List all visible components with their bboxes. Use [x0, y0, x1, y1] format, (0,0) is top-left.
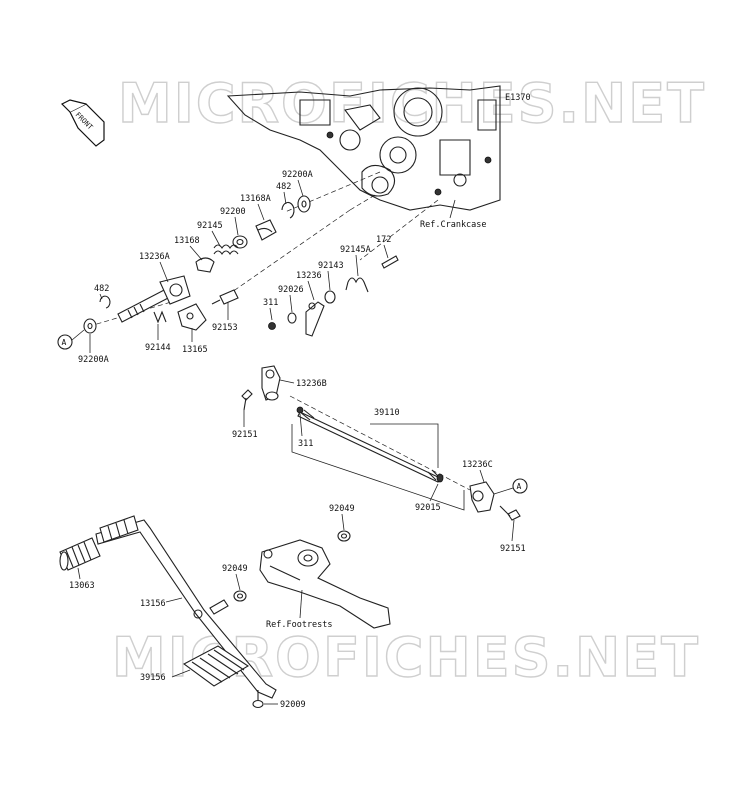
label-311-top: 311 — [263, 298, 278, 308]
label-92049-top: 92049 — [329, 504, 355, 514]
label-39110: 39110 — [374, 408, 400, 418]
label-13168A: 13168A — [240, 194, 271, 204]
label-92145A: 92145A — [340, 245, 371, 255]
label-92143: 92143 — [318, 261, 344, 271]
label-13236B: 13236B — [296, 379, 327, 389]
label-92145: 92145 — [197, 221, 223, 231]
callout-a-left: A — [57, 329, 85, 350]
label-92151-right: 92151 — [500, 544, 526, 554]
label-482-left: 482 — [94, 284, 109, 294]
label-92151-left: 92151 — [232, 430, 258, 440]
label-311-mid: 311 — [298, 439, 313, 449]
label-172: 172 — [376, 235, 391, 245]
footrest-bracket — [259, 539, 391, 629]
svg-text:A: A — [62, 338, 67, 347]
label-92015: 92015 — [415, 503, 441, 513]
callout-a-right: A — [493, 478, 528, 495]
tie-rod — [297, 409, 441, 483]
shift-shaft — [117, 275, 191, 323]
label-92200A-left: 92200A — [78, 355, 109, 365]
watermark-top: MICROFICHES.NET — [118, 72, 706, 135]
figure-code: E1370 — [505, 93, 531, 103]
label-92144: 92144 — [145, 343, 171, 353]
label-92009: 92009 — [280, 700, 306, 710]
label-92026: 92026 — [278, 285, 304, 295]
label-92153: 92153 — [212, 323, 238, 333]
rubber-grip — [59, 537, 101, 571]
front-arrow-icon: FRONT — [60, 99, 105, 147]
svg-text:A: A — [517, 482, 522, 491]
shift-lever — [95, 515, 277, 699]
label-13236A: 13236A — [139, 252, 170, 262]
label-13165: 13165 — [182, 345, 208, 355]
label-13236C: 13236C — [462, 460, 493, 470]
ref-footrests-label: Ref.Footrests — [266, 620, 333, 630]
label-92049-mid: 92049 — [222, 564, 248, 574]
label-13156: 13156 — [140, 599, 166, 609]
pedal-pad — [182, 645, 250, 687]
label-39156: 39156 — [140, 673, 166, 683]
label-482-top: 482 — [276, 182, 291, 192]
label-13063: 13063 — [69, 581, 95, 591]
label-92200A-top: 92200A — [282, 170, 313, 180]
label-13236: 13236 — [296, 271, 322, 281]
crankcase-outline — [226, 85, 501, 211]
label-13168: 13168 — [174, 236, 200, 246]
label-92200: 92200 — [220, 207, 246, 217]
ref-crankcase-label: Ref.Crankcase — [420, 220, 487, 230]
